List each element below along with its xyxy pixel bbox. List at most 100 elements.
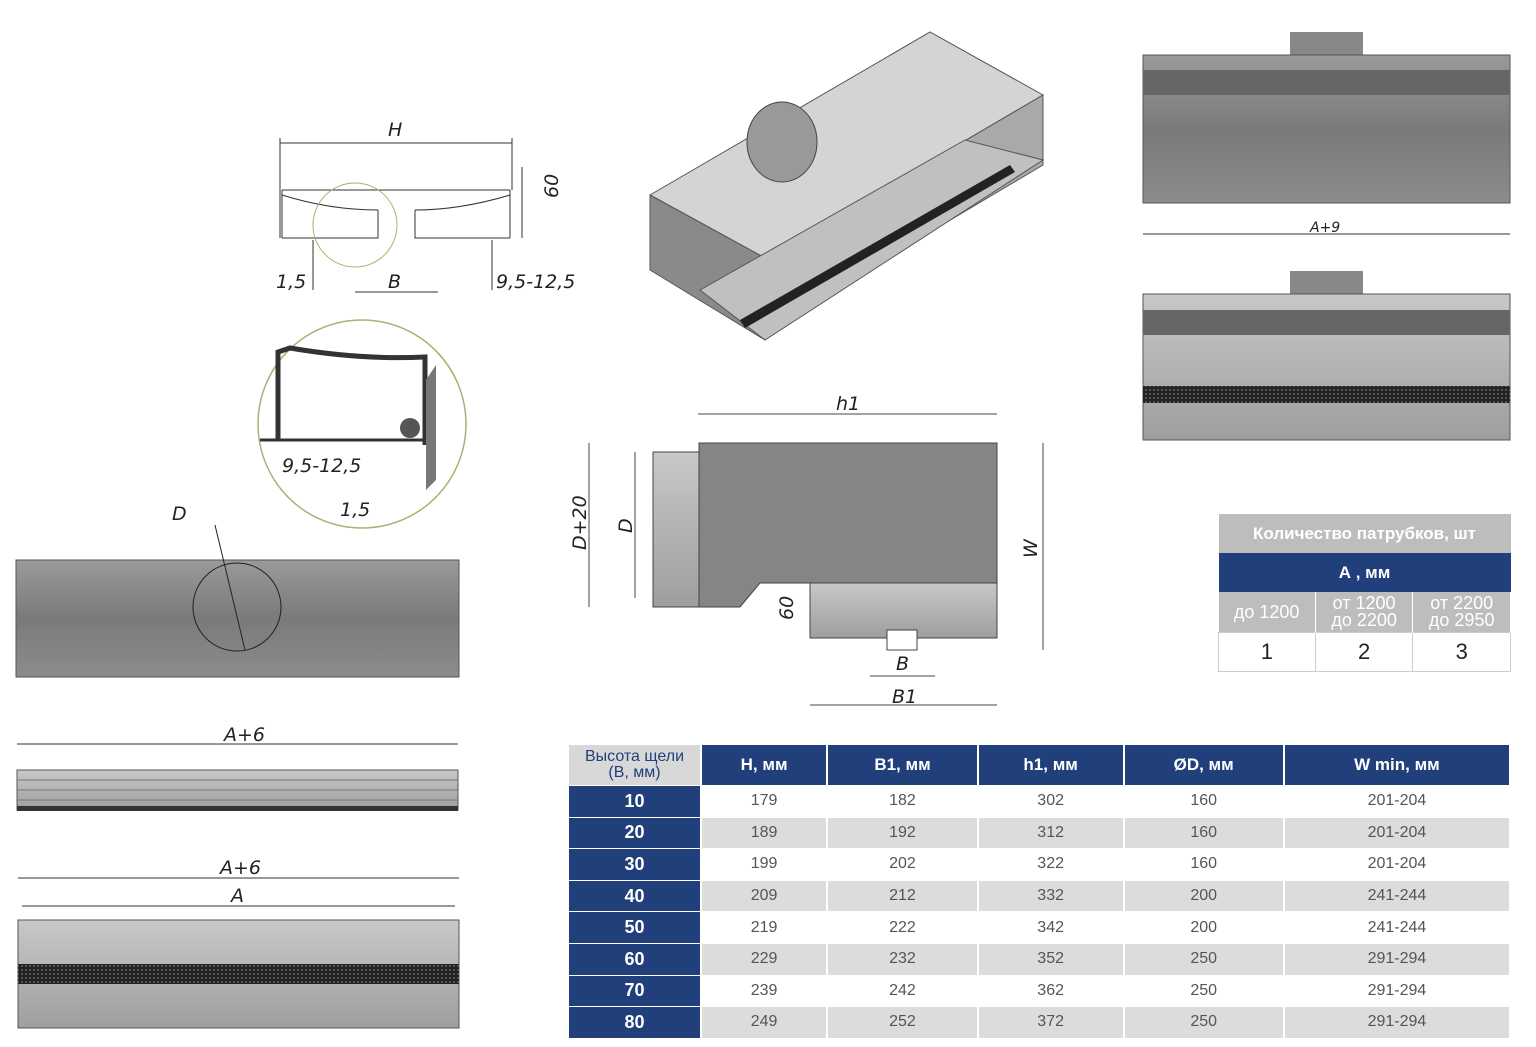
value-cell: 160: [1123, 848, 1285, 881]
range-text: от 2200: [1430, 593, 1494, 613]
value-cell: 201-204: [1283, 816, 1512, 849]
label-A-plus-6-bottom: A+6: [218, 857, 261, 879]
value-cell: 209: [701, 879, 829, 912]
value-cell: 222: [827, 911, 979, 944]
range-text: до 2200: [1331, 610, 1397, 630]
value-cell: 199: [701, 848, 829, 881]
value-cell: 229: [701, 942, 829, 976]
value-cell: 291-294: [1283, 974, 1512, 1007]
column-header: H, мм: [701, 745, 829, 786]
value-cell: 200: [1123, 911, 1285, 944]
range-text: до 1200: [1233, 601, 1300, 622]
label-h1: h1: [836, 393, 860, 415]
detail-label-1-5: 1,5: [340, 499, 370, 521]
label-B: B: [388, 271, 401, 293]
quantity-table-subheader: А , мм: [1218, 553, 1511, 592]
value-cell: 322: [977, 848, 1125, 881]
slot-height-cell: 80: [569, 1006, 702, 1038]
detail-label-9-5-12-5: 9,5-12,5: [282, 455, 361, 477]
top-view-drawing: [16, 743, 459, 811]
slot-height-cell: 70: [569, 974, 702, 1007]
value-cell: 201-204: [1283, 848, 1512, 881]
header-text: Высота щели: [584, 748, 684, 765]
label-H: H: [388, 119, 402, 141]
header-slot-height: Высота щели(В, мм): [569, 745, 702, 786]
value-cell: 302: [977, 785, 1125, 818]
label-A-plus-9: A+9: [1309, 220, 1340, 236]
column-header: W min, мм: [1283, 745, 1512, 786]
count-cell: 2: [1314, 632, 1414, 672]
bottom-view-drawing: [17, 877, 460, 1029]
underside-view-drawing: [1142, 271, 1511, 441]
value-cell: 352: [977, 942, 1125, 976]
label-A-plus-6-top: A+6: [222, 724, 265, 746]
value-cell: 332: [977, 879, 1125, 912]
quantity-table-title: Количество патрубков, шт: [1218, 514, 1511, 553]
column-header: B1, мм: [827, 745, 979, 786]
slot-height-cell: 20: [569, 816, 702, 849]
label-side-B: B: [896, 653, 909, 675]
label-B1: B1: [892, 686, 917, 708]
front-view-drawing: [15, 524, 460, 678]
value-cell: 241-244: [1283, 911, 1512, 944]
range-cell: до 1200: [1218, 592, 1316, 633]
label-D: D: [172, 503, 187, 525]
label-side-60: 60: [776, 596, 798, 620]
label-9-5-12-5: 9,5-12,5: [496, 271, 575, 293]
value-cell: 291-294: [1283, 942, 1512, 976]
value-cell: 189: [701, 816, 829, 849]
slot-height-cell: 10: [569, 785, 702, 818]
section-profile-drawing: [279, 138, 523, 293]
value-cell: 252: [827, 1006, 979, 1038]
slot-height-cell: 30: [569, 848, 702, 881]
count-cell: 3: [1412, 632, 1511, 672]
range-text: до 2950: [1428, 610, 1495, 630]
value-cell: 192: [827, 816, 979, 849]
nozzle-quantity-table: Количество патрубков, шт А , мм до 1200 …: [1218, 514, 1511, 672]
value-cell: 160: [1123, 816, 1285, 849]
value-cell: 312: [977, 816, 1125, 849]
value-cell: 239: [701, 974, 829, 1007]
column-header: h1, мм: [977, 745, 1125, 786]
value-cell: 250: [1123, 942, 1285, 976]
value-cell: 362: [977, 974, 1125, 1007]
rear-view-drawing: [1142, 32, 1511, 235]
label-1-5: 1,5: [276, 271, 306, 293]
detail-circle-drawing: [257, 319, 467, 529]
value-cell: 232: [827, 942, 979, 976]
label-W: W: [1020, 538, 1042, 558]
value-cell: 291-294: [1283, 1006, 1512, 1038]
value-cell: 160: [1123, 785, 1285, 818]
value-cell: 182: [827, 785, 979, 818]
value-cell: 200: [1123, 879, 1285, 912]
value-cell: 249: [701, 1006, 829, 1038]
value-cell: 250: [1123, 1006, 1285, 1038]
range-text: от 1200: [1332, 593, 1396, 613]
value-cell: 212: [827, 879, 979, 912]
value-cell: 202: [827, 848, 979, 881]
header-text: (В, мм): [608, 764, 661, 781]
slot-height-cell: 50: [569, 911, 702, 944]
side-view-drawing: [588, 413, 1044, 706]
value-cell: 241-244: [1283, 879, 1512, 912]
value-cell: 219: [701, 911, 829, 944]
value-cell: 342: [977, 911, 1125, 944]
label-A: A: [229, 885, 244, 907]
value-cell: 201-204: [1283, 785, 1512, 818]
value-cell: 242: [827, 974, 979, 1007]
slot-height-cell: 60: [569, 942, 702, 976]
label-D-plus-20: D+20: [569, 495, 591, 550]
count-cell: 1: [1218, 632, 1316, 672]
